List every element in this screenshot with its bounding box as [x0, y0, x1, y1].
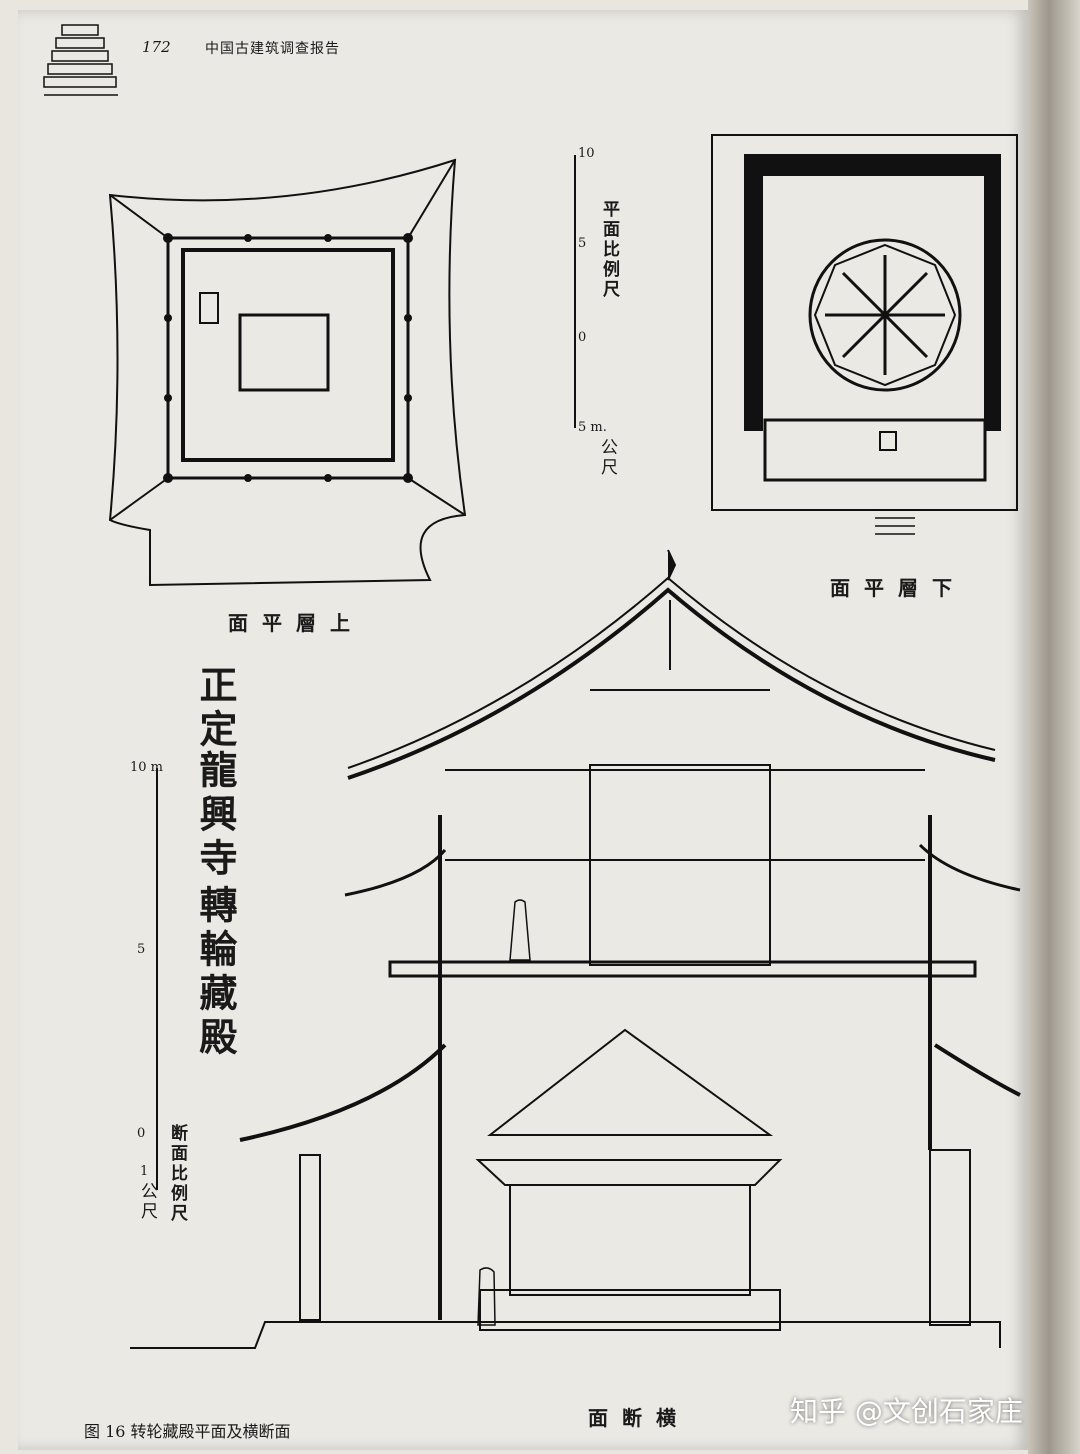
pagoda-emblem-icon [43, 24, 118, 96]
plan-scale-tick: 0 [578, 330, 587, 345]
running-header: 中国古建筑调查报告 [205, 41, 340, 57]
plan-scale-tick: 5 [578, 236, 587, 251]
temple-title-line-1: 正定 [193, 665, 238, 753]
plan-scale-unit: 公尺 [597, 438, 617, 478]
plan-scale-tick: 5 m. [578, 420, 607, 435]
section-scale-tick: 5 [137, 942, 146, 957]
lower-floor-plan-label: 面平層下 [830, 576, 966, 600]
section-scale-title: 断面比例尺 [167, 1124, 187, 1224]
upper-floor-plan-label: 面平層上 [228, 611, 364, 635]
figure-caption: 图 16 转轮藏殿平面及横断面 [84, 1422, 291, 1441]
section-scale-unit: 公尺 [137, 1182, 157, 1222]
section-scale-tick: 10 m [130, 760, 164, 775]
cross-section [130, 549, 1021, 1349]
upper-floor-plan [108, 158, 467, 587]
plan-scale-tick: 10 [578, 146, 595, 161]
lower-floor-plan [711, 134, 1018, 535]
cross-section-label: 面断横 [588, 1406, 690, 1430]
watermark: 知乎 @文创石家庄 [790, 1395, 1023, 1428]
plan-scale-title: 平面比例尺 [599, 200, 619, 300]
temple-title-line-2: 龍興寺 [193, 750, 238, 882]
page-number: 172 [142, 38, 171, 56]
section-scale-tick: 0 [137, 1126, 146, 1141]
temple-title-line-3: 轉輪藏殿 [193, 885, 238, 1061]
book-spine-edge [1028, 0, 1080, 1454]
section-scale-tick: 1 [140, 1164, 149, 1179]
